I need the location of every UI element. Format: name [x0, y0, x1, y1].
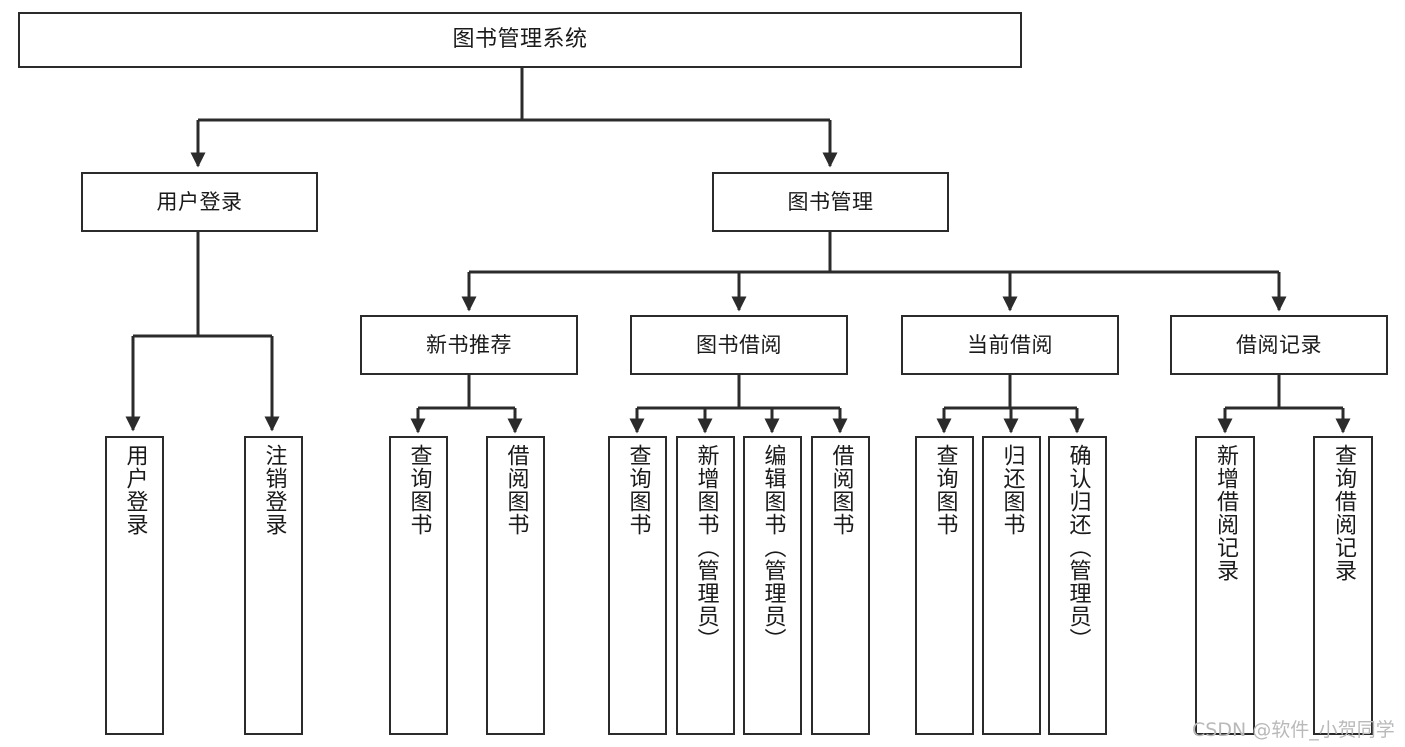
node-book-borrow[interactable]: 图书借阅: [630, 315, 848, 375]
node-root-label: 图书管理系统: [452, 27, 588, 53]
node-leaf-user-login-label: 用户登录: [122, 444, 148, 536]
node-leaf-user-login[interactable]: 用户登录: [105, 436, 164, 735]
node-leaf-return-book[interactable]: 归还图书: [982, 436, 1041, 735]
node-leaf-edit-book-label: 编辑图书（管理员）: [760, 444, 786, 651]
node-user-login[interactable]: 用户登录: [81, 172, 318, 232]
node-leaf-add-record[interactable]: 新增借阅记录: [1195, 436, 1255, 735]
node-leaf-query-book-1[interactable]: 查询图书: [389, 436, 448, 735]
node-current-borrow-label: 当前借阅: [967, 332, 1053, 357]
node-borrow-record-label: 借阅记录: [1236, 332, 1322, 357]
node-leaf-borrow-book-2[interactable]: 借阅图书: [811, 436, 870, 735]
node-book-borrow-label: 图书借阅: [696, 332, 782, 357]
node-leaf-confirm-return[interactable]: 确认归还（管理员）: [1048, 436, 1107, 735]
node-leaf-query-record-label: 查询借阅记录: [1331, 444, 1356, 582]
node-leaf-logout-label: 注销登录: [261, 444, 287, 536]
node-borrow-record[interactable]: 借阅记录: [1170, 315, 1388, 375]
node-new-book-rec-label: 新书推荐: [426, 332, 512, 357]
node-user-login-label: 用户登录: [156, 189, 243, 214]
node-current-borrow[interactable]: 当前借阅: [901, 315, 1119, 375]
node-leaf-add-book[interactable]: 新增图书（管理员）: [676, 436, 735, 735]
node-leaf-confirm-return-label: 确认归还（管理员）: [1065, 444, 1091, 651]
node-leaf-add-book-label: 新增图书（管理员）: [693, 444, 719, 651]
node-leaf-borrow-book-1[interactable]: 借阅图书: [486, 436, 545, 735]
node-leaf-query-record[interactable]: 查询借阅记录: [1313, 436, 1373, 735]
node-leaf-query-book-2[interactable]: 查询图书: [608, 436, 667, 735]
node-leaf-borrow-book-2-label: 借阅图书: [828, 444, 854, 536]
node-leaf-query-book-1-label: 查询图书: [406, 444, 432, 536]
node-leaf-borrow-book-1-label: 借阅图书: [503, 444, 529, 536]
watermark: CSDN @软件_小贺同学: [1192, 719, 1395, 741]
node-leaf-query-book-3[interactable]: 查询图书: [915, 436, 974, 735]
node-leaf-query-book-2-label: 查询图书: [625, 444, 651, 536]
node-leaf-query-book-3-label: 查询图书: [932, 444, 958, 536]
node-book-manage-label: 图书管理: [787, 189, 874, 214]
node-leaf-add-record-label: 新增借阅记录: [1213, 444, 1238, 582]
node-book-manage[interactable]: 图书管理: [712, 172, 949, 232]
node-root[interactable]: 图书管理系统: [18, 12, 1022, 68]
node-leaf-return-book-label: 归还图书: [999, 444, 1025, 536]
node-new-book-rec[interactable]: 新书推荐: [360, 315, 578, 375]
node-leaf-edit-book[interactable]: 编辑图书（管理员）: [743, 436, 802, 735]
node-leaf-logout[interactable]: 注销登录: [244, 436, 303, 735]
